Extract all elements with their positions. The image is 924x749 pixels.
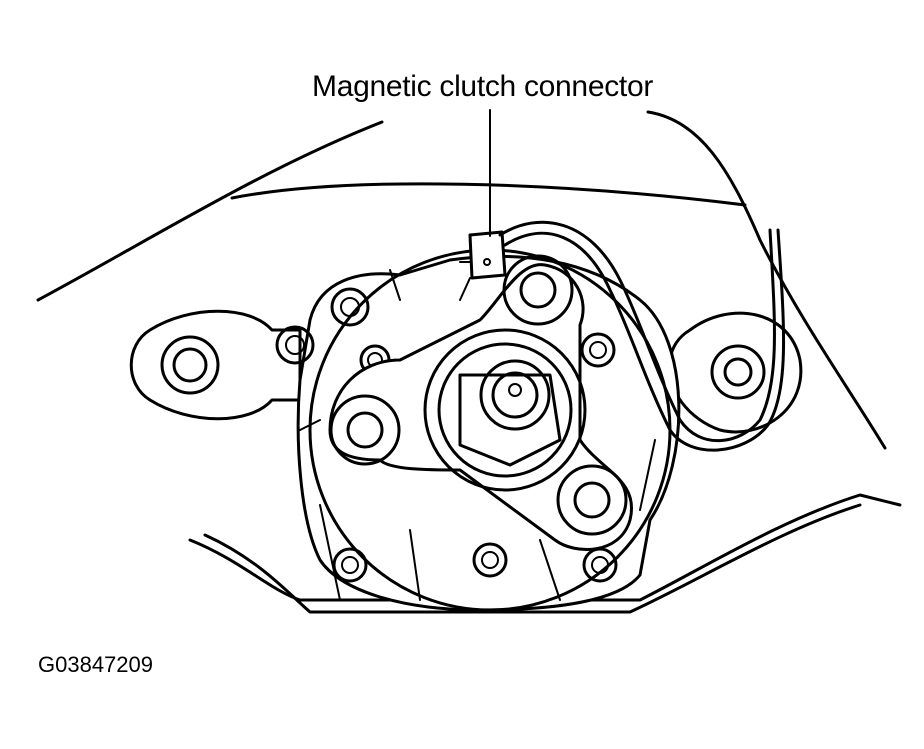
clutch-hub: [423, 328, 587, 492]
harness-wire: [498, 220, 786, 452]
magnetic-clutch-connector: [459, 230, 507, 301]
callout-label: Magnetic clutch connector: [312, 70, 654, 103]
figure-id: G03847209: [38, 652, 153, 677]
engine-outline: [36, 110, 902, 614]
left-pulley: [129, 309, 302, 421]
